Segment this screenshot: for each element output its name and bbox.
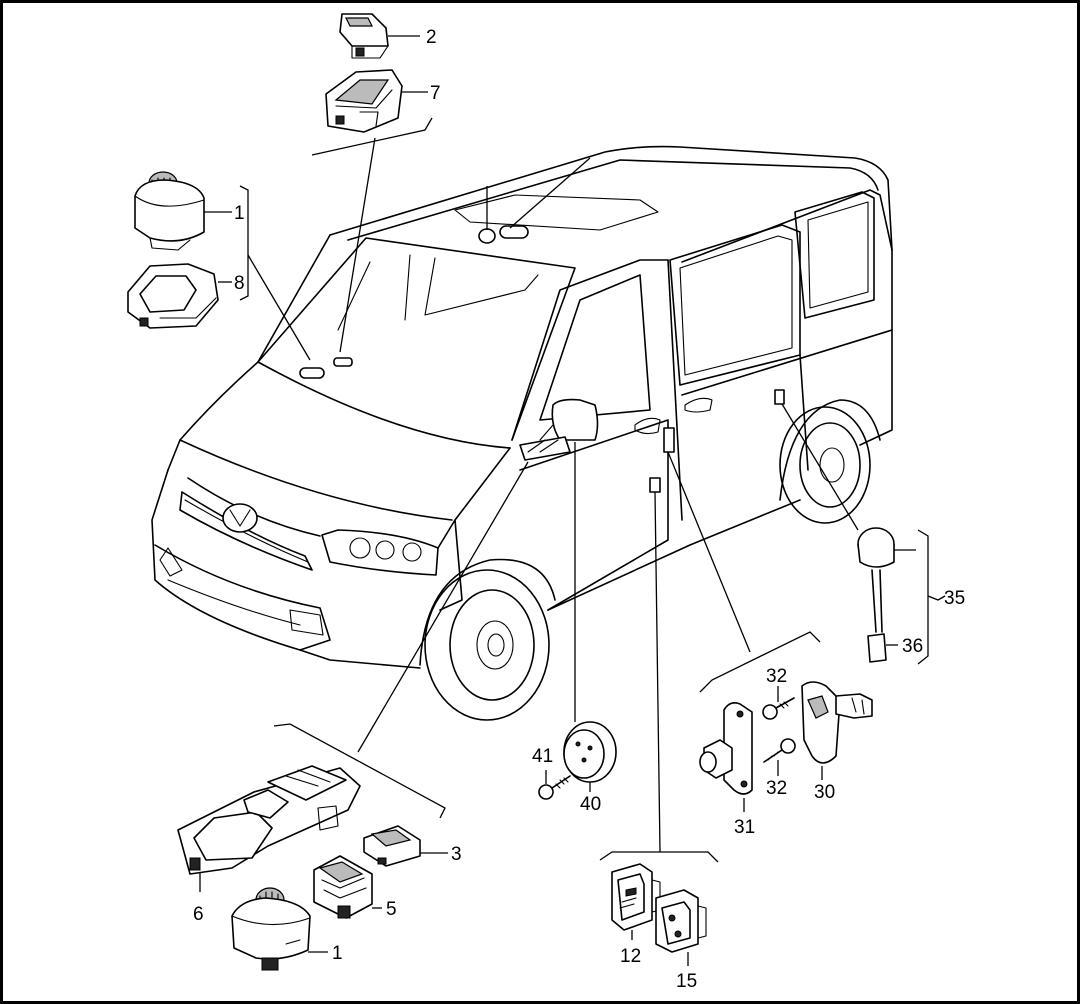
roof-panel-location [499, 225, 529, 239]
label-3: 3 [451, 844, 462, 865]
label-1-top: 1 [234, 203, 245, 224]
part-5-switch [313, 855, 382, 919]
side-window-2 [794, 191, 875, 319]
door-switch-location [649, 477, 661, 493]
label-32-lower: 32 [766, 778, 787, 799]
part-36-wire-connector [867, 569, 898, 663]
label-8: 8 [234, 273, 245, 294]
group-brackets [239, 117, 946, 863]
part-32-screw-upper [762, 686, 795, 720]
part-6-door-switch-panel [177, 765, 361, 892]
side-mirror [551, 398, 599, 441]
label-41: 41 [532, 746, 553, 767]
label-6: 6 [193, 904, 204, 925]
label-35: 35 [944, 588, 965, 609]
label-32-upper: 32 [766, 666, 787, 687]
part-1-mirror-adjust-switch-top [134, 171, 232, 251]
part-35-push-switch [857, 527, 916, 568]
part-8-switch-housing [127, 263, 232, 329]
dash-switch-location-2 [333, 357, 353, 367]
rear-wheel [779, 399, 881, 524]
part-30-contact-switch [801, 681, 873, 780]
label-12: 12 [620, 946, 641, 967]
front-wheel [419, 558, 556, 721]
label-5: 5 [386, 899, 397, 920]
part-12-switch [611, 863, 661, 940]
part-15-switch [655, 889, 707, 966]
label-1-bottom: 1 [332, 943, 343, 964]
part-3-switch [363, 825, 448, 867]
label-30: 30 [814, 782, 835, 803]
part-32-screw-lower [763, 738, 796, 776]
part-7-switch-frame [325, 69, 428, 133]
roof-switch-location [478, 228, 496, 244]
callout-labels: 2 7 1 8 3 5 6 1 35 36 32 32 30 31 41 40 … [193, 27, 965, 992]
label-36: 36 [902, 636, 923, 657]
label-2: 2 [426, 27, 437, 48]
part-2-switch [339, 13, 420, 59]
label-31: 31 [734, 817, 755, 838]
part-40-round-switch [563, 721, 617, 792]
door-contact-location [663, 427, 675, 453]
vw-badge [222, 503, 258, 533]
label-15: 15 [676, 971, 697, 992]
side-window-1 [669, 224, 801, 386]
van-illustration [151, 145, 893, 721]
sunroof [454, 194, 659, 231]
headlight [321, 529, 439, 576]
part-41-screw [538, 770, 571, 800]
leader-lines [247, 137, 859, 853]
part-31-door-contact-switch [699, 702, 753, 812]
dash-switch-location [299, 367, 325, 379]
label-7: 7 [430, 83, 441, 104]
rear-switch-location [774, 389, 785, 405]
label-40: 40 [580, 794, 601, 815]
part-1-mirror-adjust-switch-bottom [231, 887, 328, 971]
